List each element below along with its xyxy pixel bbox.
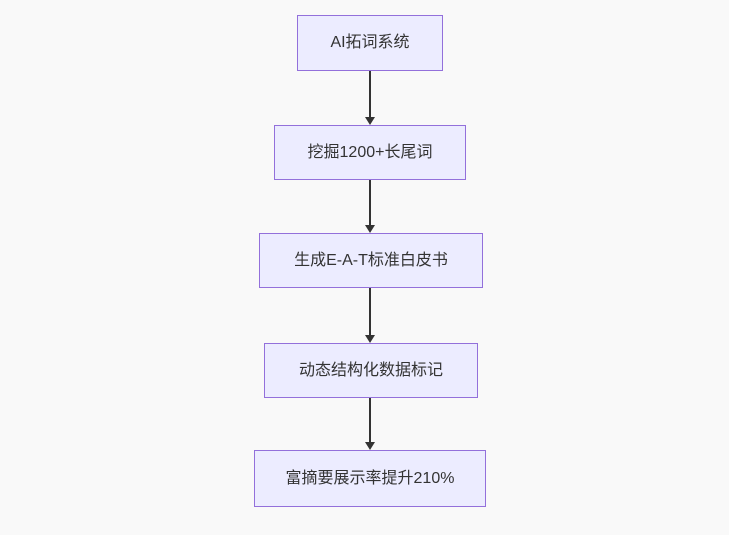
flow-node-label: 生成E-A-T标准白皮书: [294, 251, 448, 269]
flow-node-label: 动态结构化数据标记: [298, 361, 443, 379]
arrowhead-down-icon: [365, 442, 375, 450]
flow-node-longtail-keyword-mining: 挖掘1200+长尾词: [274, 125, 466, 180]
arrow-line: [369, 398, 371, 443]
flow-node-ai-word-expansion-system: AI拓词系统: [297, 15, 443, 71]
flow-node-dynamic-structured-data-markup: 动态结构化数据标记: [264, 343, 478, 398]
arrowhead-down-icon: [365, 225, 375, 233]
arrowhead-down-icon: [365, 117, 375, 125]
flow-arrow-connector: [364, 288, 376, 343]
flow-arrow-connector: [364, 71, 376, 125]
flow-node-label: 富摘要展示率提升210%: [285, 469, 455, 487]
flow-arrow-connector: [364, 180, 376, 233]
arrowhead-down-icon: [365, 335, 375, 343]
flow-arrow-connector: [364, 398, 376, 450]
arrow-line: [369, 180, 371, 226]
flow-node-rich-snippet-rate-result: 富摘要展示率提升210%: [254, 450, 486, 507]
flow-node-label: 挖掘1200+长尾词: [307, 143, 433, 161]
flow-node-eat-whitepaper-generation: 生成E-A-T标准白皮书: [259, 233, 483, 288]
arrow-line: [369, 288, 371, 336]
flow-node-label: AI拓词系统: [330, 34, 410, 52]
arrow-line: [369, 71, 371, 118]
